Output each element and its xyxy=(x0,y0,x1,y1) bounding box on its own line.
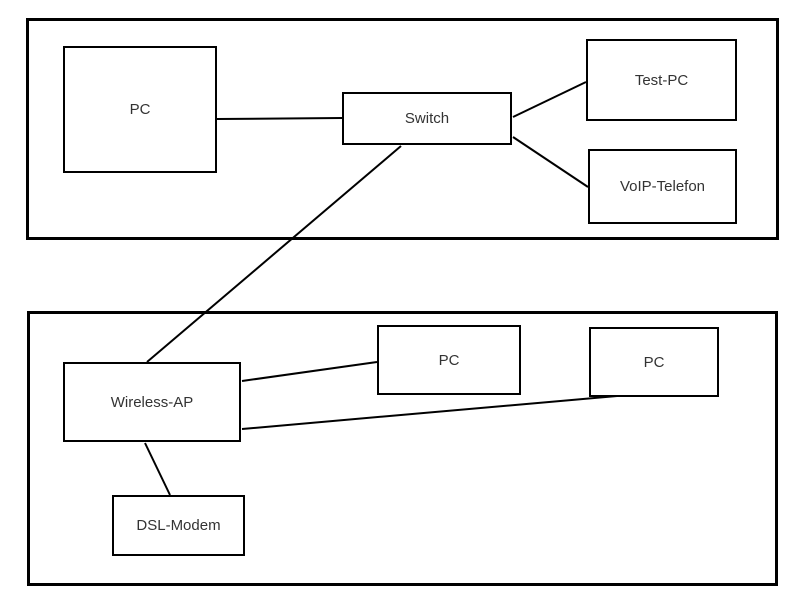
connection-wireless-ap-pc-right xyxy=(241,395,618,430)
node-dsl-modem: DSL-Modem xyxy=(112,495,245,556)
connection-switch-test-pc xyxy=(512,81,587,118)
node-wireless-ap: Wireless-AP xyxy=(63,362,241,442)
zone-bottom-network xyxy=(27,311,778,586)
node-voip-telefon-label: VoIP-Telefon xyxy=(619,178,706,195)
node-pc-middle-label: PC xyxy=(438,351,460,369)
zone-top-network xyxy=(26,18,779,240)
node-test-pc: Test-PC xyxy=(586,39,737,121)
node-pc-top: PC xyxy=(63,46,217,173)
node-voip-telefon: VoIP-Telefon xyxy=(588,149,737,224)
node-switch-label: Switch xyxy=(404,110,450,127)
connection-switch-wireless-ap xyxy=(146,145,402,363)
connection-wireless-ap-pc-mid xyxy=(241,361,378,382)
node-pc-right: PC xyxy=(589,327,719,397)
node-pc-right-label: PC xyxy=(643,353,665,371)
node-test-pc-label: Test-PC xyxy=(634,71,689,89)
node-switch: Switch xyxy=(342,92,512,145)
node-pc-middle: PC xyxy=(377,325,521,395)
node-pc-top-label: PC xyxy=(129,101,151,118)
node-wireless-ap-label: Wireless-AP xyxy=(110,393,194,411)
node-dsl-modem-label: DSL-Modem xyxy=(136,517,221,534)
connection-pc-switch xyxy=(216,117,343,120)
connection-wireless-ap-dsl-modem xyxy=(144,442,171,496)
connection-switch-voip-telefon xyxy=(512,136,589,188)
